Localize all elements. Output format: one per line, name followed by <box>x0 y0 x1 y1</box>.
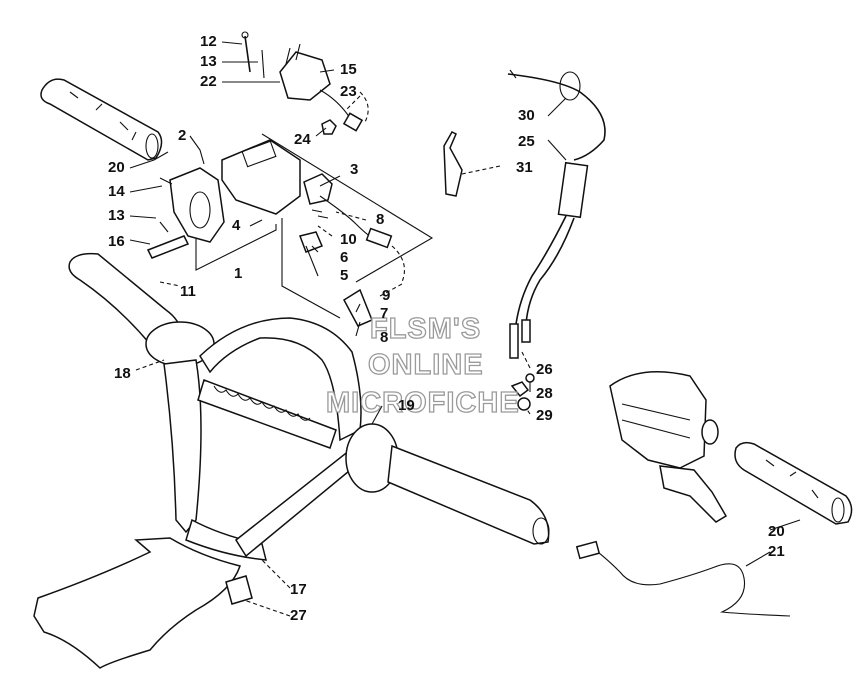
callout-26: 26 <box>536 361 553 378</box>
callout-28: 28 <box>536 385 553 402</box>
leader-lines <box>129 41 801 617</box>
callout-29: 29 <box>536 407 553 424</box>
callout-21: 21 <box>768 543 785 560</box>
callout-8: 8 <box>380 329 389 346</box>
watermark-line-2: ONLINE <box>367 349 484 381</box>
watermark-line-1: FLSM'S <box>369 313 482 345</box>
callout-12: 12 <box>200 33 217 50</box>
callout-19: 19 <box>398 397 415 414</box>
callout-20: 20 <box>768 523 785 540</box>
callout-15: 15 <box>340 61 357 78</box>
callout-8: 8 <box>376 211 385 228</box>
callout-3: 3 <box>350 161 359 178</box>
callout-31: 31 <box>516 159 533 176</box>
callout-23: 23 <box>340 83 357 100</box>
callout-4: 4 <box>232 217 241 234</box>
callout-24: 24 <box>294 131 311 148</box>
callout-30: 30 <box>518 107 535 124</box>
callout-27: 27 <box>290 607 307 624</box>
switch-housing-assembly <box>146 133 434 327</box>
callout-11: 11 <box>180 283 196 300</box>
left-grip <box>40 78 163 161</box>
callout-18: 18 <box>114 365 131 382</box>
callout-25: 25 <box>518 133 535 150</box>
callout-22: 22 <box>200 73 217 90</box>
callout-14: 14 <box>108 183 125 200</box>
callout-16: 16 <box>108 233 125 250</box>
throttle-block-hardware <box>241 31 369 135</box>
callout-5: 5 <box>340 267 349 284</box>
callout-2: 2 <box>178 127 187 144</box>
callout-13: 13 <box>200 53 217 70</box>
callout-13: 13 <box>108 207 125 224</box>
callout-20: 20 <box>108 159 125 176</box>
callout-9: 9 <box>382 287 391 304</box>
callout-10: 10 <box>340 231 357 248</box>
callout-7: 7 <box>380 305 389 322</box>
handlebar <box>68 252 550 561</box>
callout-17: 17 <box>290 581 307 598</box>
callout-1: 1 <box>234 265 243 282</box>
crossbar-pad <box>33 537 253 669</box>
throttle-cable <box>443 69 791 617</box>
watermark-line-3: MICROFICHE <box>325 387 520 419</box>
callout-6: 6 <box>340 249 349 266</box>
right-control-housing <box>609 371 853 525</box>
